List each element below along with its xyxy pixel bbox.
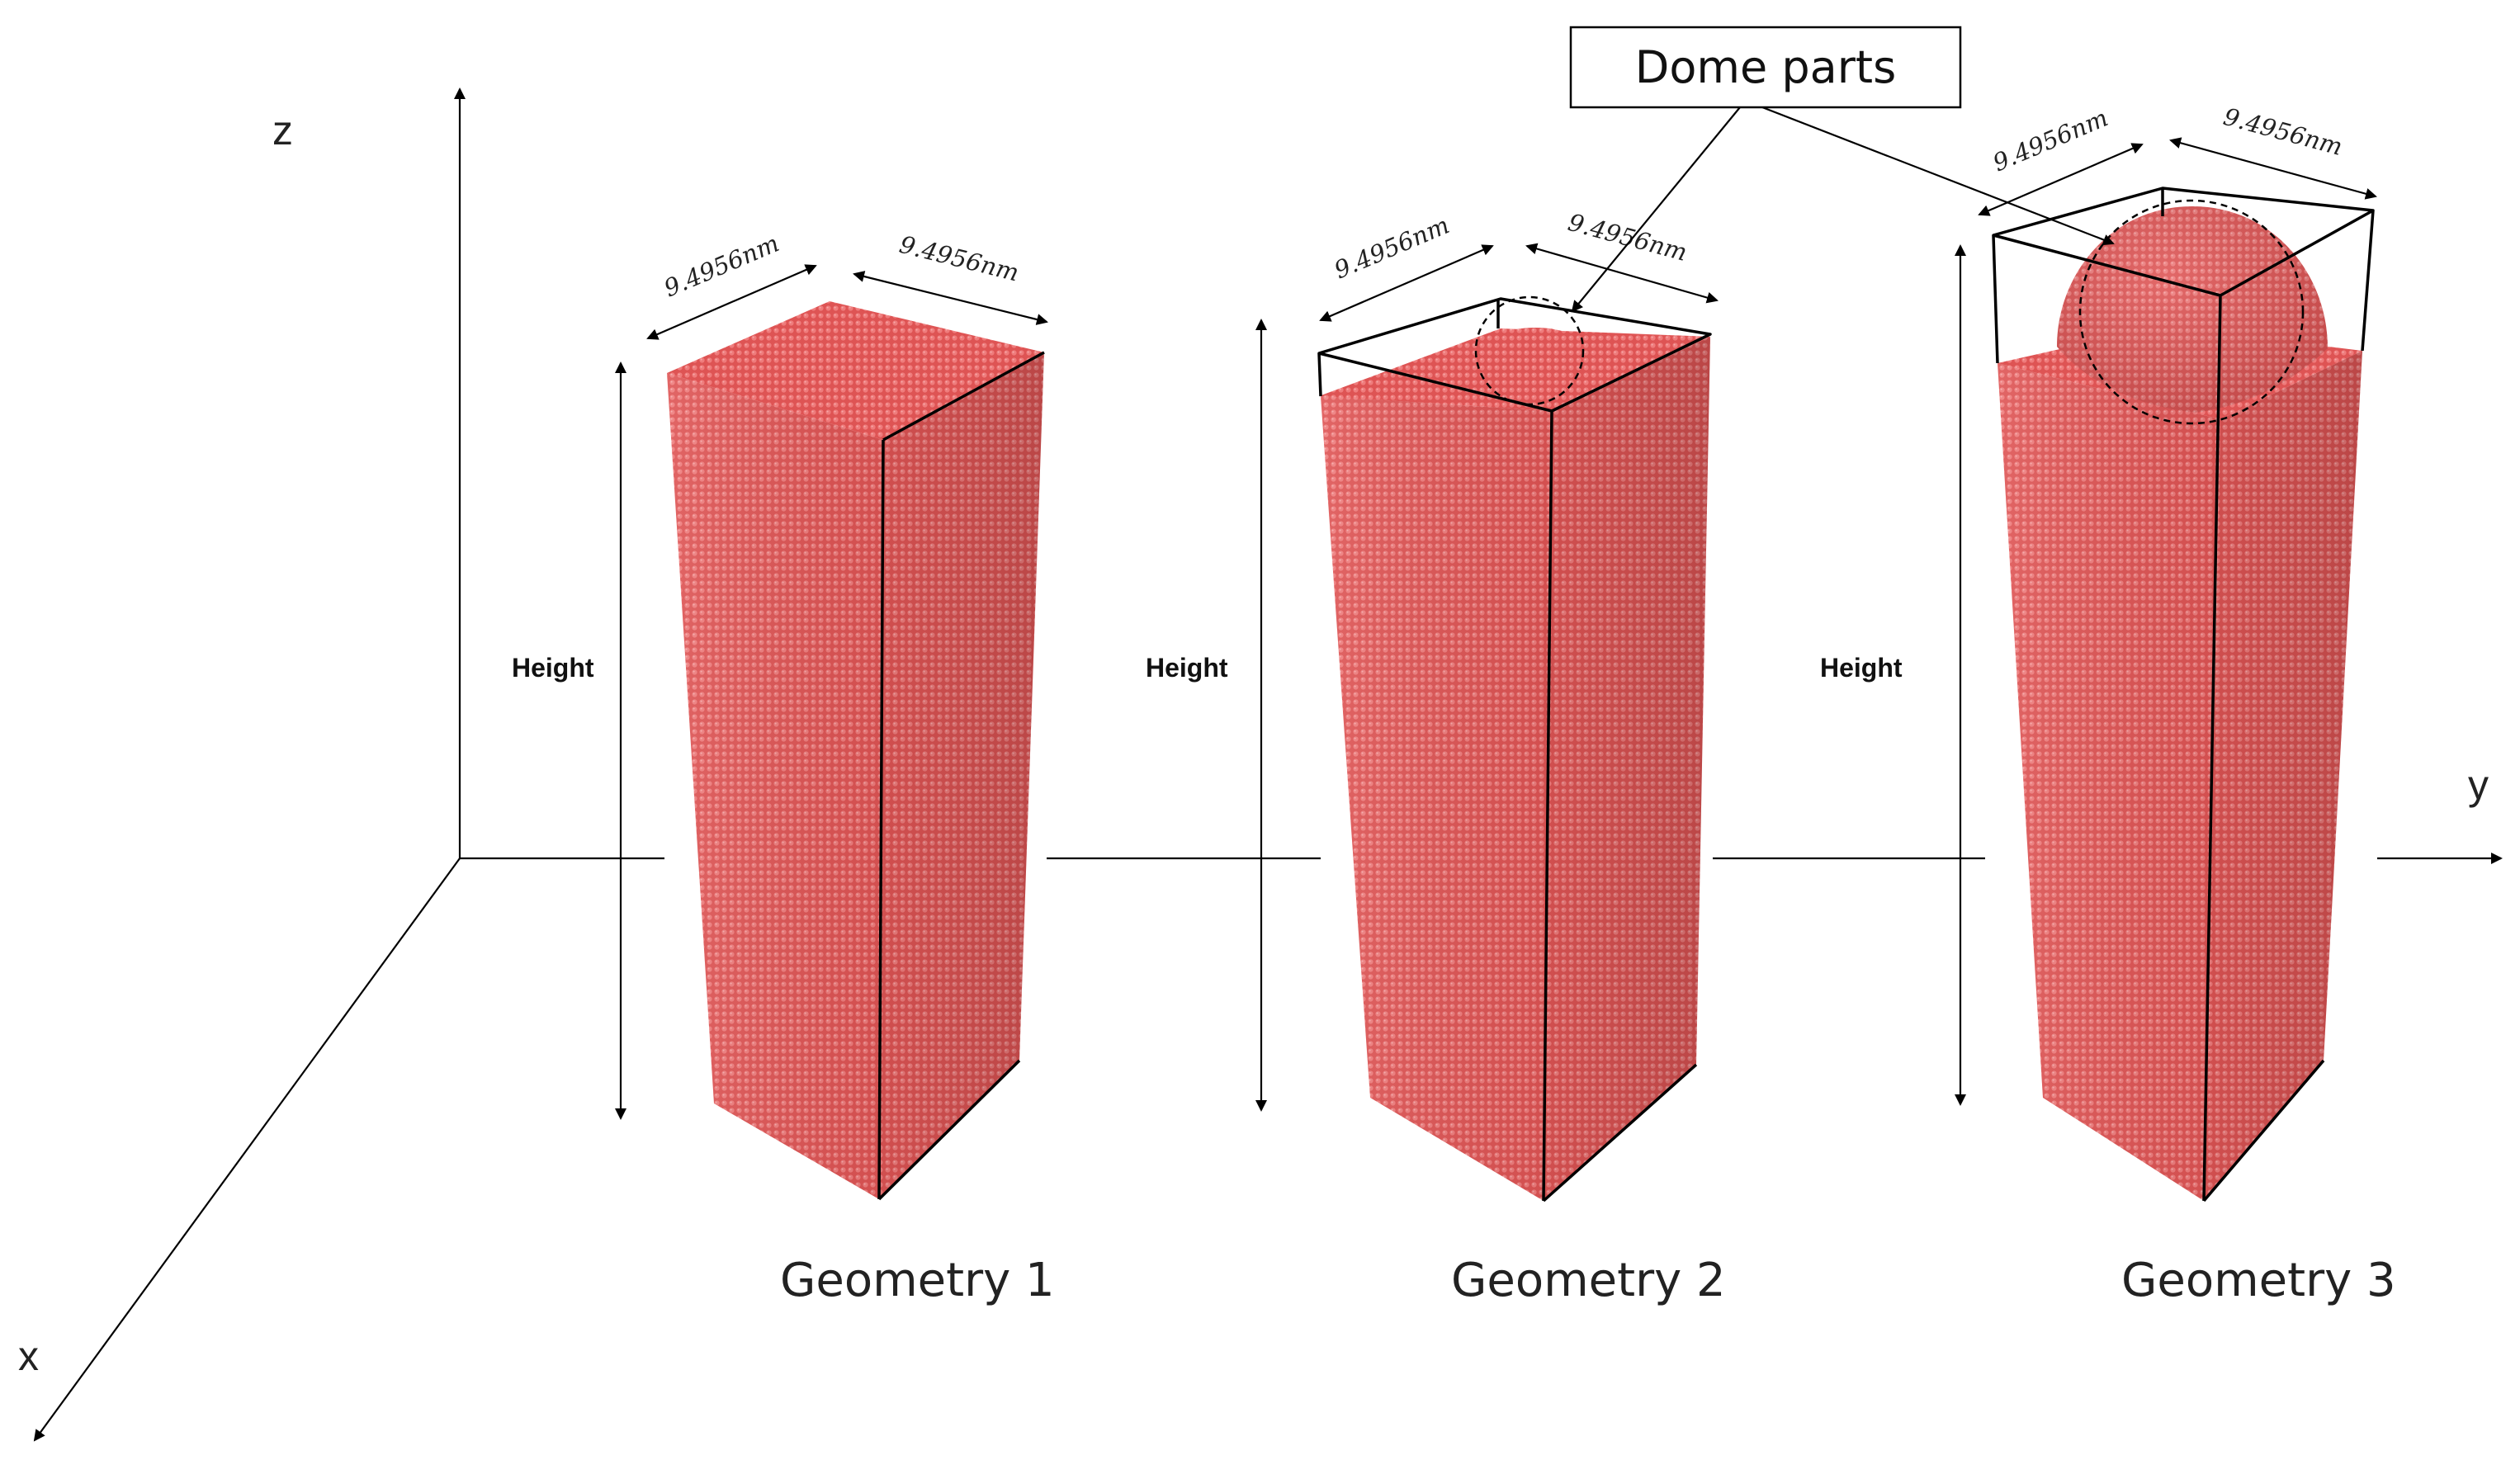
- geometry-1-label: Geometry 1: [780, 1254, 1055, 1307]
- callout-box: [1569, 26, 1962, 109]
- geometry-2-dome: [1484, 328, 1586, 374]
- geometry-1-dim-b-arrow: [853, 271, 1048, 325]
- dome-parts-callout: Dome parts: [1569, 26, 2115, 313]
- geometry-2-dim-a-label: 9.4956nm: [1330, 210, 1453, 284]
- geometry-1-left-shade: [667, 373, 883, 1199]
- geometry-1-height-label: Height: [512, 653, 594, 683]
- geometry-1-edges: [877, 351, 1045, 1201]
- x-axis: [33, 858, 461, 1442]
- geometry-1-dim-a-arrow: [646, 264, 817, 340]
- geometry-2: Height 9.4956nm 9.4956nm Geometry 2: [1146, 208, 1726, 1307]
- geometry-3-bounding-box: [1992, 187, 2375, 1202]
- geometry-3-dim-b-arrow: [2169, 137, 2377, 200]
- geometry-3-dome-shade: [2057, 206, 2328, 413]
- geometry-2-bounding-box: [1317, 297, 1712, 1202]
- geometry-2-label: Geometry 2: [1451, 1254, 1726, 1307]
- geometry-3-dome-outline: [2078, 199, 2305, 425]
- geometry-1: Height 9.4956nm 9.4956nm Geometry 1: [512, 229, 1055, 1307]
- z-axis-label: z: [272, 107, 293, 154]
- coordinate-axes: z y x: [18, 87, 2503, 1442]
- geometry-1-dim-b-label: 9.4956nm: [896, 230, 1021, 287]
- geometry-2-dim-a-arrow: [1319, 244, 1494, 322]
- geometry-3-right-shade: [2204, 351, 2362, 1201]
- callout-leader-geometry-3: [1761, 106, 2115, 246]
- geometry-3: Height 9.4956nm 9.4956nm Geometry 3: [1820, 102, 2396, 1307]
- geometry-2-right-shade: [1544, 337, 1710, 1201]
- geometry-3-dim-b-label: 9.4956nm: [2220, 102, 2345, 161]
- geometry-3-height-label: Height: [1820, 653, 1903, 683]
- callout-leader-geometry-2: [1571, 106, 1741, 313]
- x-axis-label: x: [18, 1333, 39, 1379]
- y-axis-label: y: [2468, 762, 2489, 808]
- geometry-1-right-shade: [879, 352, 1044, 1199]
- geometry-2-dim-b-label: 9.4956nm: [1565, 208, 1690, 267]
- callout-label: Dome parts: [1635, 41, 1897, 93]
- geometry-2-left-shade: [1321, 396, 1552, 1201]
- geometry-1-dim-a-label: 9.4956nm: [660, 229, 782, 302]
- geometry-2-dim-b-arrow: [1525, 243, 1719, 304]
- geometry-3-label: Geometry 3: [2121, 1254, 2396, 1307]
- geometry-3-left-shade: [1998, 363, 2220, 1201]
- geometry-2-height-label: Height: [1146, 653, 1228, 683]
